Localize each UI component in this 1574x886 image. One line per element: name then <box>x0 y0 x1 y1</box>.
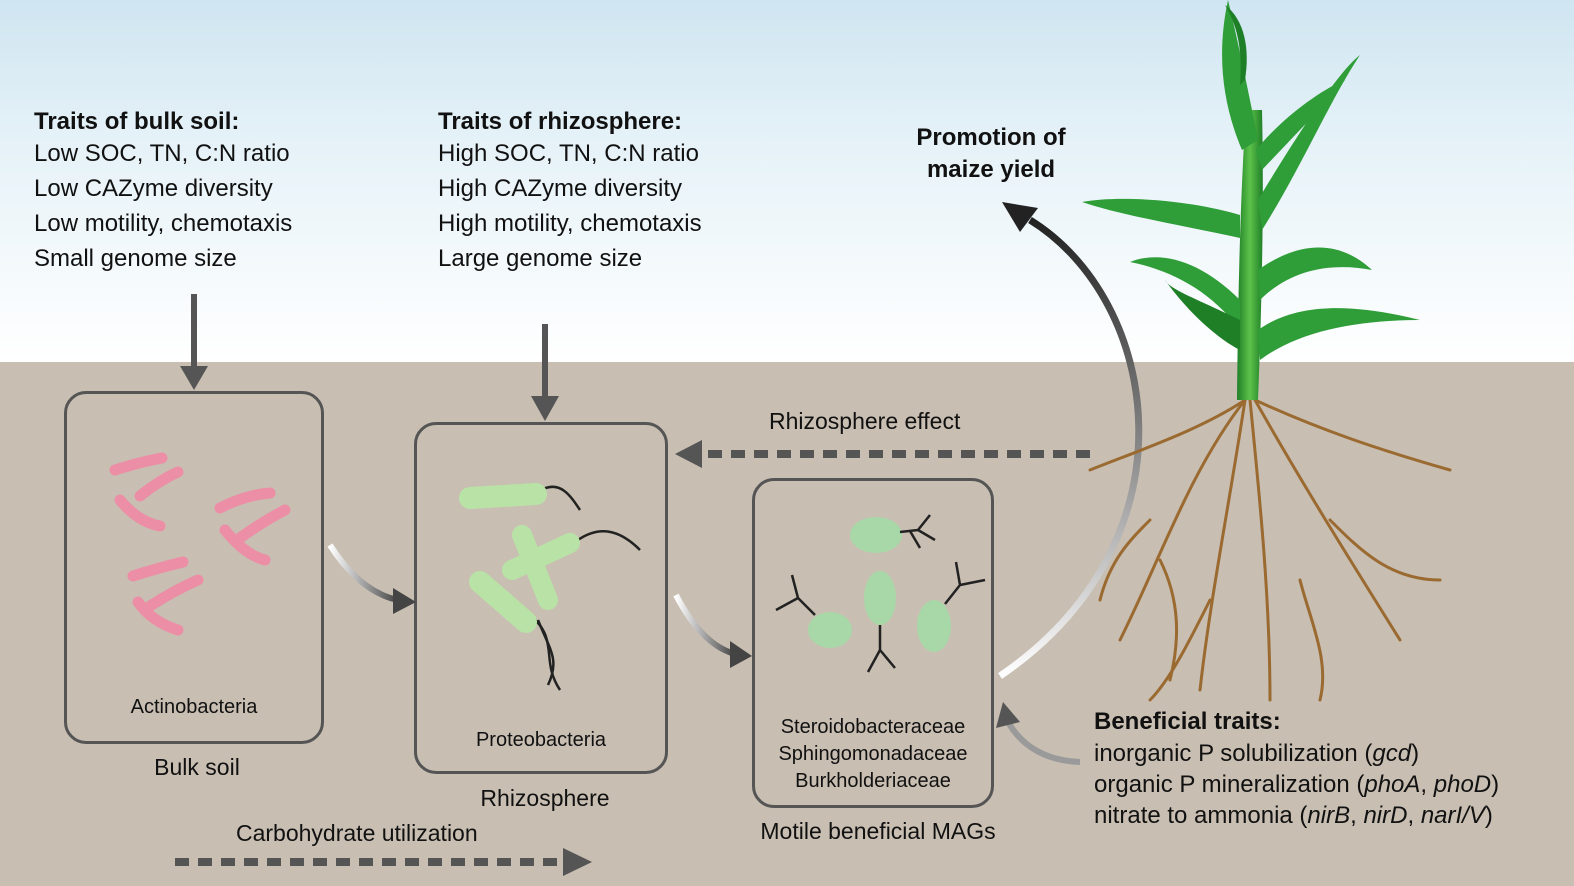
rhizosphere-label: Rhizosphere <box>480 785 610 811</box>
bulk-trait-line: Low motility, chemotaxis <box>34 210 293 237</box>
proteobacteria-cells <box>459 483 641 691</box>
sky-background <box>0 0 1574 362</box>
beneficial-heading: Beneficial traits: <box>1094 708 1281 735</box>
promotion-label: Promotion of maize yield <box>900 122 1082 186</box>
rhizo-trait-line: High CAZyme diversity <box>438 175 683 202</box>
proteobacteria-label: Proteobacteria <box>475 729 607 751</box>
rhizo-to-mag-arrow <box>673 593 752 668</box>
mag-taxon: Burkholderiaceae <box>795 770 951 792</box>
mag-taxon: Sphingomonadaceae <box>778 743 968 765</box>
promotion-line-2: maize yield <box>926 156 1056 183</box>
bulk-trait-line: Low SOC, TN, C:N ratio <box>34 140 290 167</box>
actinobacteria-cells <box>109 452 291 636</box>
beneficial-to-mag-arrow <box>996 702 1081 765</box>
rhizo-trait-line: High SOC, TN, C:N ratio <box>438 140 699 167</box>
rhizo-trait-line: High motility, chemotaxis <box>438 210 702 237</box>
bulk-soil-box <box>64 391 324 744</box>
bulk-trait-line: Low CAZyme diversity <box>34 175 273 202</box>
mag-taxa: Steroidobacteraceae Sphingomonadaceae Bu… <box>752 714 994 795</box>
beneficial-line-3: nitrate to ammonia (nirB, nirD, narI/V) <box>1094 802 1493 829</box>
rhizosphere-effect-label: Rhizosphere effect <box>769 408 961 434</box>
mag-taxon: Steroidobacteraceae <box>780 716 966 738</box>
maize-plant <box>1082 0 1420 400</box>
actinobacteria-label: Actinobacteria <box>130 696 258 718</box>
beneficial-line-1: inorganic P solubilization (gcd) <box>1094 740 1420 767</box>
bulk-down-arrow <box>180 294 208 390</box>
bulk-traits: Traits of bulk soil: Low SOC, TN, C:N ra… <box>34 108 292 276</box>
bulk-soil-label: Bulk soil <box>154 754 240 780</box>
motile-mags-label: Motile beneficial MAGs <box>760 818 996 844</box>
promotion-arrow <box>998 202 1143 679</box>
bulk-trait-line: Small genome size <box>34 245 237 272</box>
beneficial-traits: Beneficial traits: inorganic P solubiliz… <box>1094 706 1499 831</box>
bulk-to-rhizo-arrow <box>327 543 416 614</box>
rhizo-traits: Traits of rhizosphere: High SOC, TN, C:N… <box>438 108 702 276</box>
rhizo-down-arrow <box>531 324 559 421</box>
mag-cells <box>775 514 986 673</box>
rhizo-trait-line: Large genome size <box>438 245 643 272</box>
bulk-traits-heading: Traits of bulk soil: <box>34 108 240 135</box>
carbohydrate-arrow <box>175 848 592 876</box>
rhizosphere-effect-arrow <box>675 440 1090 468</box>
rhizo-traits-heading: Traits of rhizosphere: <box>438 108 683 135</box>
maize-roots <box>1088 398 1452 702</box>
promotion-line-1: Promotion of <box>916 124 1066 151</box>
beneficial-line-2: organic P mineralization (phoA, phoD) <box>1094 771 1500 798</box>
carbohydrate-label: Carbohydrate utilization <box>236 820 478 846</box>
